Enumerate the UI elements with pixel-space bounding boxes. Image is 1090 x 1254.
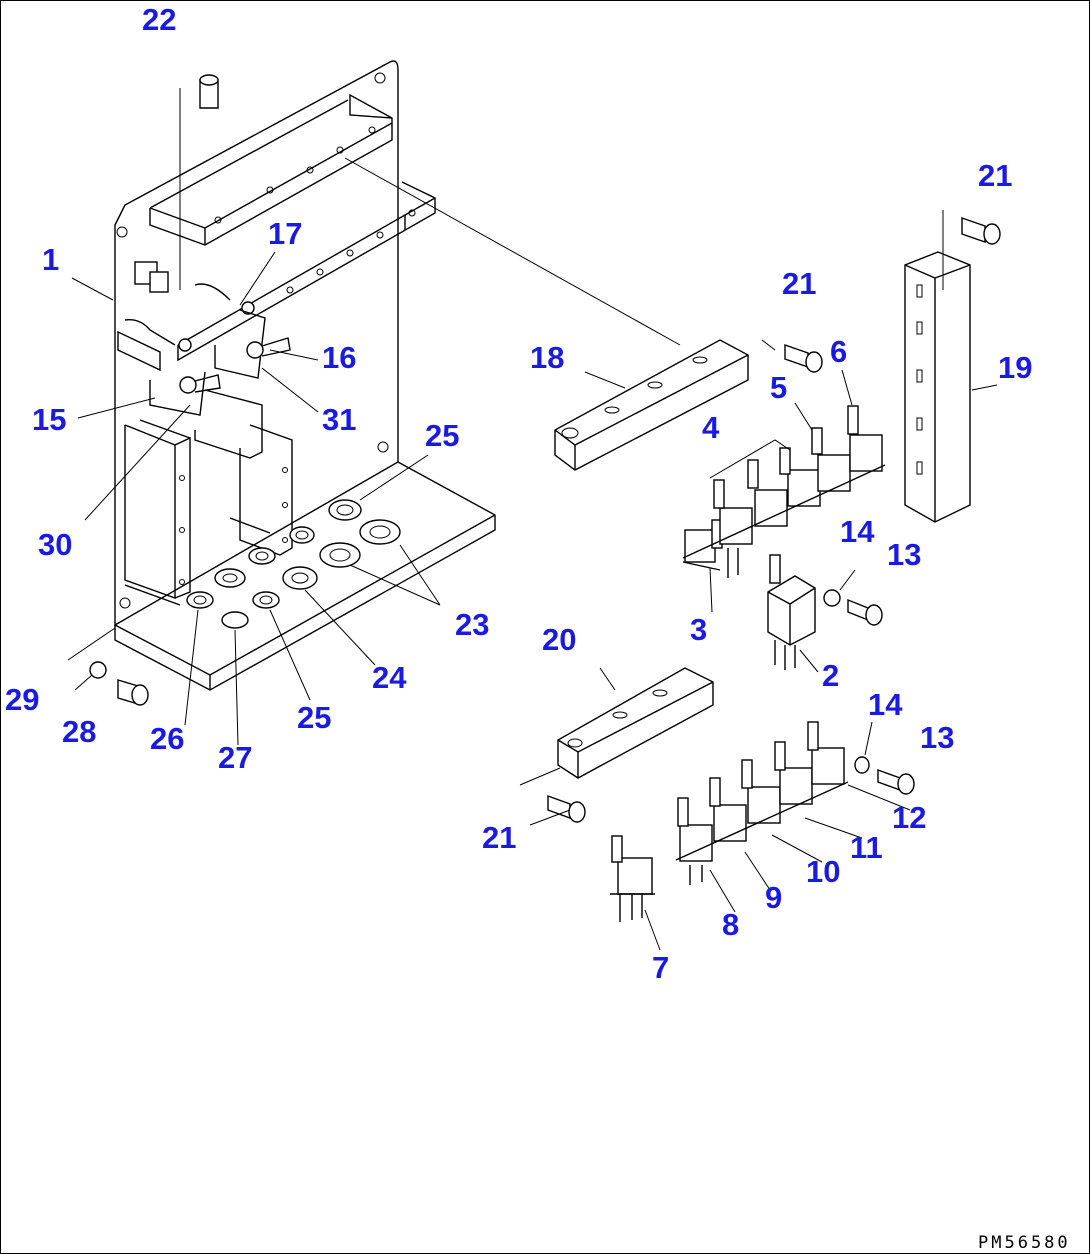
washer-bolt-13-14 [823, 589, 915, 795]
callout-12: 12 [892, 800, 926, 835]
callout-28: 28 [62, 714, 96, 749]
callout-21-lower: 21 [482, 820, 516, 855]
callout-4: 4 [702, 410, 720, 445]
callout-9: 9 [765, 880, 782, 915]
relay-7 [610, 835, 655, 922]
callout-14-upper: 14 [840, 514, 875, 549]
callout-11: 11 [850, 830, 883, 865]
callout-14-lower: 14 [868, 687, 903, 722]
callout-24: 24 [372, 660, 407, 695]
callout-17: 17 [268, 216, 302, 251]
switch-brackets [149, 309, 291, 416]
callout-10: 10 [806, 854, 840, 889]
callout-25-upper: 25 [425, 418, 459, 453]
callout-8: 8 [722, 907, 739, 942]
bolts-21 [547, 217, 1001, 823]
callout-25-lower: 25 [297, 700, 331, 735]
callout-6: 6 [830, 334, 847, 369]
callout-27: 27 [218, 740, 252, 775]
callout-15: 15 [32, 402, 66, 437]
callout-18: 18 [530, 340, 564, 375]
callout-31: 31 [322, 402, 356, 437]
channel-18 [344, 157, 749, 471]
callout-16: 16 [322, 340, 356, 375]
upper-channel-bracket [149, 93, 393, 246]
callout-21-mid: 21 [782, 266, 816, 301]
callout-7: 7 [652, 950, 669, 985]
callout-20: 20 [542, 622, 576, 657]
leader-lines [71, 251, 998, 951]
grommets [186, 499, 401, 629]
washer-bolt-28-29 [67, 627, 149, 706]
switch-mounting-rail [177, 181, 436, 362]
callout-13-upper: 13 [887, 537, 921, 572]
callout-1: 1 [42, 242, 59, 277]
callout-13-lower: 13 [920, 720, 954, 755]
callout-26: 26 [150, 721, 184, 756]
callout-19: 19 [998, 350, 1032, 385]
drawing-reference-code: PM56580 [978, 1233, 1071, 1253]
callout-2: 2 [822, 658, 839, 693]
callout-23: 23 [455, 607, 489, 642]
callout-30: 30 [38, 527, 72, 562]
main-panel [114, 60, 496, 691]
vertical-brackets [124, 389, 293, 606]
channel-19 [904, 210, 971, 523]
callout-29: 29 [5, 682, 39, 717]
relay-group-upper [682, 405, 886, 578]
callout-3: 3 [690, 612, 707, 647]
callout-22: 22 [142, 2, 176, 37]
channel-20 [519, 667, 714, 786]
callout-5: 5 [770, 370, 787, 405]
relay-group-lower [675, 721, 849, 885]
callout-21-right: 21 [978, 158, 1012, 193]
callout-labels: 22 1 17 16 15 31 30 25 23 24 25 26 27 29… [5, 2, 1032, 985]
relay-2 [767, 554, 816, 670]
wiring-connectors [117, 261, 255, 372]
bolt-22 [179, 74, 219, 290]
